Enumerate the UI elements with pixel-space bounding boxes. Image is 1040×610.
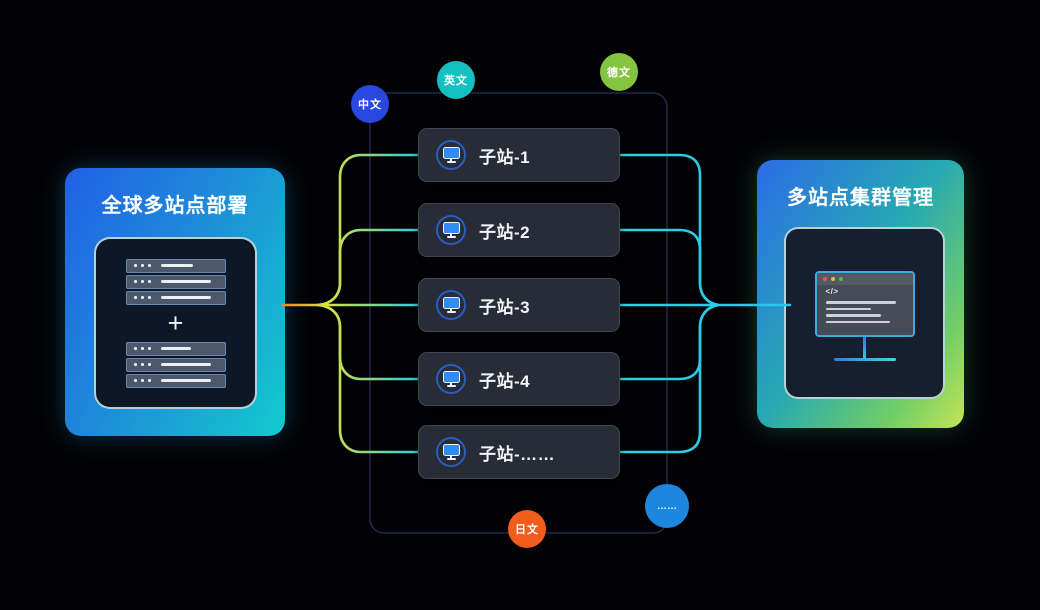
language-badge-japanese: 日文: [508, 510, 546, 548]
subsite-label: 子站-3: [479, 297, 531, 317]
subsite-label: 子站-4: [479, 371, 531, 391]
monitor-icon: [436, 364, 466, 394]
language-badge-german: 德文: [600, 53, 638, 91]
server-stack-icon: [125, 341, 226, 388]
server-stack-icon: [125, 258, 226, 305]
subsite-box-4: 子站-4: [418, 352, 620, 406]
language-badge-more: ……: [645, 484, 689, 528]
subsite-label: 子站-2: [479, 222, 531, 242]
monitor-base-icon: [833, 358, 896, 361]
subsite-box-1: 子站-1: [418, 128, 620, 182]
green-dot-icon: [838, 277, 843, 281]
server-row-icon: [125, 290, 226, 305]
red-dot-icon: [822, 277, 827, 281]
text-line-icon: [825, 301, 896, 304]
global-deploy-card: 全球多站点部署 +: [65, 168, 285, 436]
server-row-icon: [125, 357, 226, 372]
code-icon: </>: [825, 287, 839, 296]
text-line-icon: [825, 320, 890, 323]
text-line-icon: [825, 307, 871, 310]
subsite-box-2: 子站-2: [418, 203, 620, 257]
language-badge-chinese: 中文: [351, 85, 389, 123]
manage-panel: </>: [784, 227, 945, 399]
monitor-icon: [436, 290, 466, 320]
right-branch-lines: [618, 153, 792, 454]
subsite-label: 子站-……: [479, 444, 556, 464]
cluster-manage-card: 多站点集群管理 </>: [757, 160, 964, 428]
server-panel: +: [94, 237, 257, 409]
server-row-icon: [125, 258, 226, 273]
monitor-icon: [436, 437, 466, 467]
window-titlebar-icon: [816, 273, 913, 285]
monitor-stand-icon: [863, 337, 866, 358]
subsite-box-3: 子站-3: [418, 278, 620, 332]
server-row-icon: [125, 341, 226, 356]
yellow-dot-icon: [830, 277, 835, 281]
subsite-label: 子站-1: [479, 147, 531, 167]
monitor-icon: [436, 140, 466, 170]
left-card-title: 全球多站点部署: [101, 195, 249, 217]
server-row-icon: [125, 274, 226, 289]
right-card-title: 多站点集群管理: [787, 187, 934, 209]
plus-icon: +: [167, 307, 184, 338]
left-branch-lines: [281, 153, 420, 454]
server-row-icon: [125, 373, 226, 388]
language-badge-english: 英文: [437, 61, 475, 99]
text-line-icon: [825, 314, 881, 317]
code-monitor-icon: </>: [814, 271, 915, 361]
subsite-box-more: 子站-……: [418, 425, 620, 479]
monitor-icon: [436, 215, 466, 245]
